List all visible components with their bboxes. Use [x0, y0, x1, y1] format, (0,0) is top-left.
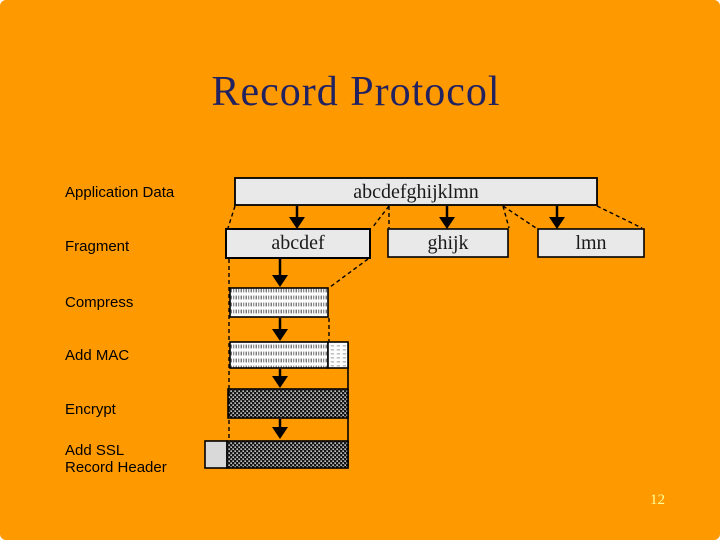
arrow-add-mac-to-encrypt: [272, 369, 288, 388]
label-compress: Compress: [65, 294, 134, 311]
label-fragment: Fragment: [65, 238, 130, 255]
slide-title: Record Protocol: [211, 69, 501, 115]
flow-arrows: [272, 206, 565, 439]
application-data-box: [234, 177, 598, 206]
add-mac-data-box: [229, 341, 329, 369]
encrypted-data-box: [227, 388, 349, 419]
arrow-to-fragment-ghijk: [439, 206, 455, 229]
fragment-lmn-text: lmn: [575, 232, 607, 254]
page-number: 12: [650, 492, 665, 508]
arrow-compress-to-add-mac: [272, 318, 288, 341]
ssl-record-header-segment-box: [204, 440, 228, 469]
fragment-ghijk-text: ghijk: [427, 232, 469, 254]
application-data-box-text: abcdefghijklmn: [353, 181, 479, 203]
label-add-ssl-record-header: Add SSL Record Header: [65, 442, 167, 476]
fragment-split-lines: [227, 205, 643, 229]
column-guide-lines: [228, 258, 369, 440]
label-add-mac: Add MAC: [65, 347, 130, 364]
arrow-to-fragment-abcdef: [289, 206, 305, 229]
arrow-fragment-to-compress: [272, 259, 288, 287]
fragment-box-abcdef: [225, 228, 371, 259]
ssl-record-body-box: [226, 440, 349, 469]
label-application-data: Application Data: [65, 184, 175, 201]
fragment-abcdef-text: abcdef: [271, 232, 325, 254]
mac-segment-box: [327, 341, 349, 369]
label-encrypt: Encrypt: [65, 401, 116, 418]
fragment-box-ghijk: [387, 228, 509, 258]
fragment-box-lmn: [537, 228, 645, 258]
arrow-encrypt-to-ssl-record: [272, 419, 288, 439]
arrow-to-fragment-lmn: [549, 206, 565, 229]
compressed-data-box: [229, 287, 329, 318]
